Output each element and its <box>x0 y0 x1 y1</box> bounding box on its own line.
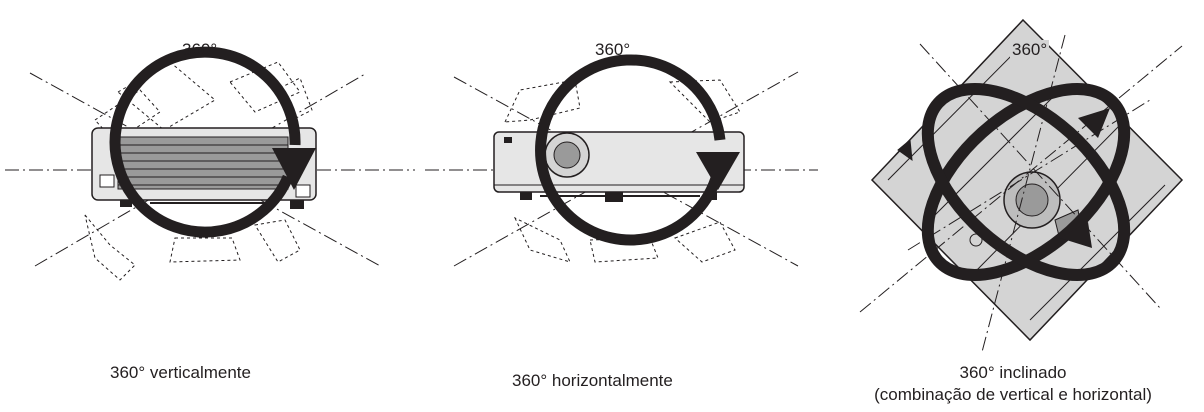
horizontal-rotation-diagram <box>425 54 818 267</box>
ghost-projector-outlines <box>504 79 741 263</box>
rotation-arrow-icon <box>921 83 1131 281</box>
tilted-rotation-diagram <box>859 18 1184 353</box>
rotation-arrow-icon <box>535 54 740 246</box>
vertical-rotation-diagram <box>5 46 415 281</box>
tilted-rotation-panel: 360° 360° inclinado (combinação de verti… <box>820 0 1204 412</box>
rotation-arrow-icon <box>109 46 316 238</box>
caption: 360° inclinado (combinação de vertical e… <box>828 362 1198 406</box>
caption: 360° horizontalmente <box>512 371 673 390</box>
caption-line-1: 360° inclinado <box>959 363 1067 382</box>
vertical-rotation-panel: 360° 360° verticalmente <box>0 0 420 412</box>
angle-label: 360° <box>1010 40 1050 60</box>
angle-label: 360° <box>182 40 218 59</box>
angle-label: 360° <box>595 40 631 59</box>
caption: 360° verticalmente <box>110 363 251 382</box>
horizontal-rotation-panel: 360° 360° horizontalmente <box>420 0 820 412</box>
caption-line-2: (combinação de vertical e horizontal) <box>874 385 1152 404</box>
projector-icon <box>91 127 317 209</box>
projector-icon <box>493 131 745 202</box>
